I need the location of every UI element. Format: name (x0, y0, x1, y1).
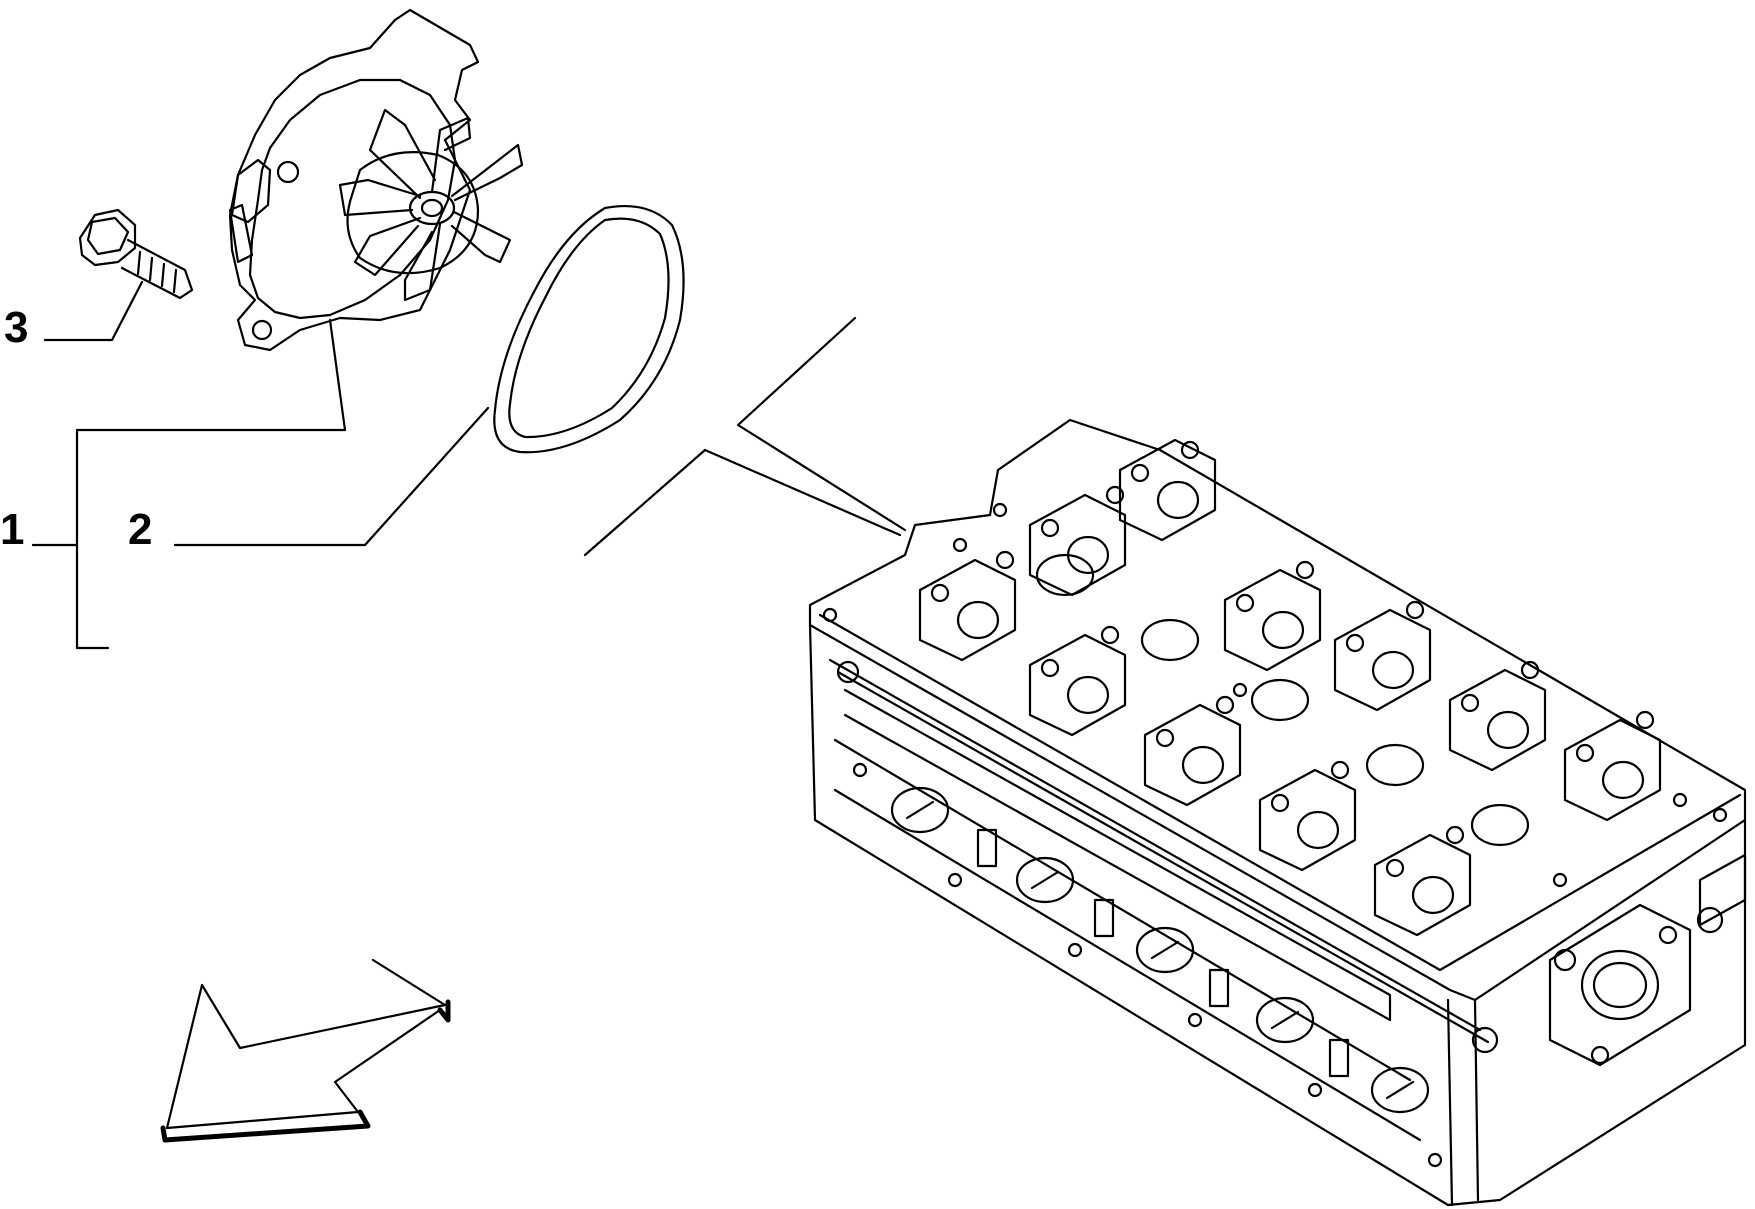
break-line-lower (585, 450, 705, 555)
callout-label-2: 2 (128, 505, 153, 554)
flange-bolt (80, 210, 192, 298)
callout-1-leader (77, 320, 345, 648)
callout-label-1: 1 (0, 505, 25, 554)
callout-2-leader (175, 408, 488, 545)
break-line-join (705, 450, 900, 535)
water-pump (230, 10, 522, 350)
cylinder-head (810, 420, 1745, 1205)
direction-arrow (163, 960, 448, 1140)
break-line-upper (738, 318, 905, 530)
callout-3-leader (45, 282, 142, 340)
oring-gasket (494, 206, 683, 452)
callout-label-3: 3 (4, 303, 29, 352)
